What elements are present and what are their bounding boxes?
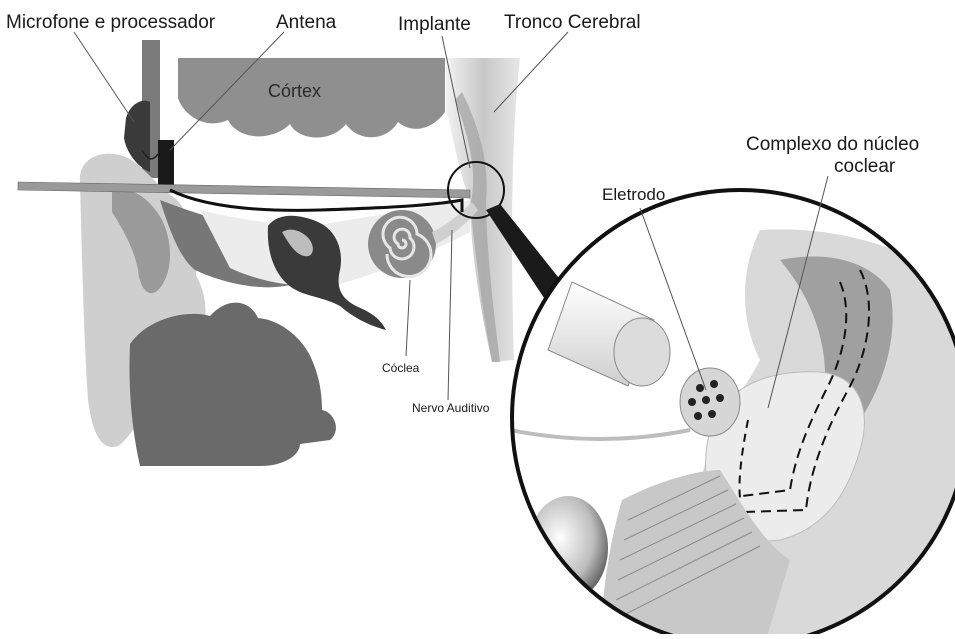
electrode-paddle (680, 368, 740, 436)
leader-auditory-nerve (448, 230, 452, 400)
label-antenna: Antena (276, 12, 337, 33)
zoom-tube-opening (614, 318, 670, 386)
label-implant: Implante (398, 14, 471, 35)
label-brainstem: Tronco Cerebral (504, 12, 641, 33)
label-cochlear-nucleus-1: Complexo do núcleo (746, 134, 919, 155)
label-cochlea: Cóclea (382, 361, 420, 375)
label-auditory-nerve: Nervo Auditivo (412, 401, 490, 415)
cochlea (368, 210, 436, 278)
leader-cochlea (406, 280, 410, 356)
label-electrode: Eletrodo (602, 185, 665, 204)
label-cochlear-nucleus-2: coclear (834, 156, 896, 177)
jaw-shape (129, 303, 335, 466)
label-microphone: Microfone e processador (6, 12, 216, 33)
cortex-label: Córtex (268, 81, 321, 101)
zoom-sphere (528, 496, 608, 600)
leader-microphone (74, 32, 134, 122)
antenna-coil (158, 140, 174, 188)
